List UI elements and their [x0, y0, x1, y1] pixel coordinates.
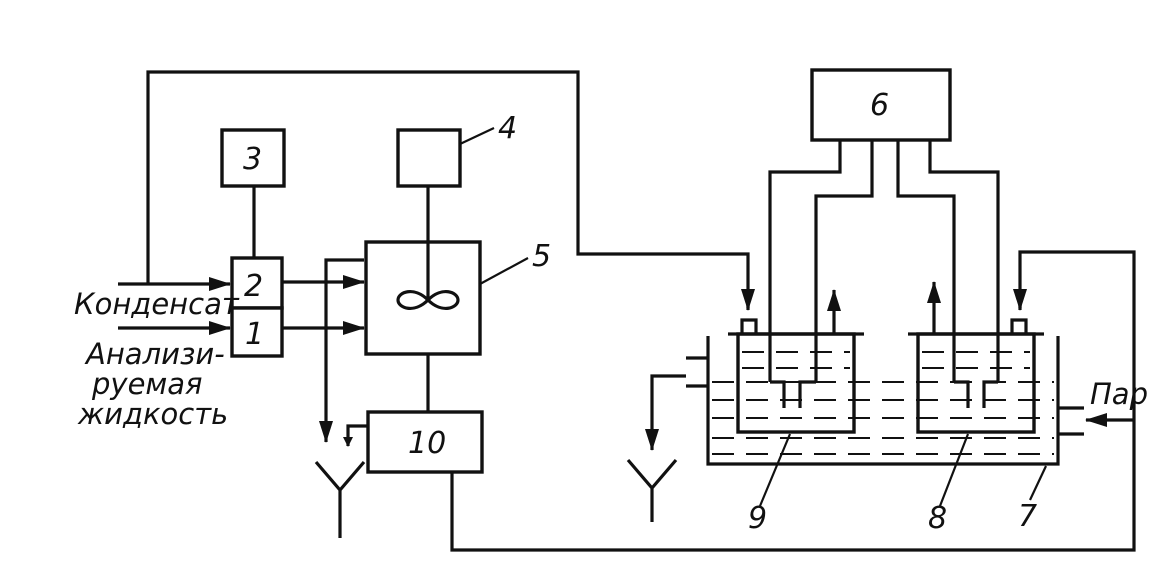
drain-funnel-right	[626, 458, 678, 522]
block-5-mixer	[364, 240, 482, 356]
block-8-label: 8	[928, 501, 947, 536]
block-9-label: 9	[748, 501, 767, 536]
bath-right-stub	[1058, 406, 1084, 436]
block-7-label: 7	[1018, 499, 1037, 534]
block-5-label: 5	[532, 239, 551, 274]
cell9-leader	[758, 433, 792, 507]
liquid-label-1: Анализи-	[84, 337, 225, 371]
block-3	[220, 128, 286, 188]
block4-leader	[459, 127, 495, 145]
lead-b	[814, 140, 874, 382]
block10-drain-arrow	[343, 424, 368, 447]
cell8-port	[1010, 318, 1028, 334]
return-line	[450, 250, 1136, 552]
lead-d	[928, 140, 1000, 382]
bath-left-stub	[686, 356, 708, 388]
liquid-label-2: руемая	[91, 367, 203, 401]
block-1	[230, 306, 284, 358]
block-6	[810, 68, 952, 142]
drain-funnel-left	[314, 460, 366, 538]
lead-c	[896, 140, 956, 382]
steam-label: Пар	[1090, 377, 1148, 411]
liquid-label-3: жидкость	[77, 397, 228, 431]
top-return-line	[146, 70, 750, 308]
condensate-label: Конденсат	[74, 287, 240, 321]
block-1-label: 1	[245, 317, 264, 352]
cell8-leader	[938, 433, 970, 507]
block-3-label: 3	[243, 142, 262, 177]
stirrer-icon	[396, 290, 460, 310]
bath-drain-pipe	[645, 374, 686, 451]
bath-7	[706, 336, 1060, 466]
block5-leader	[479, 257, 529, 285]
block-4-label: 4	[498, 111, 517, 146]
lead-a	[768, 140, 842, 382]
cell8-electrode-left	[954, 380, 970, 408]
cell9-electrode-right	[798, 380, 816, 408]
cell8-electrode-right	[982, 380, 998, 408]
block-6-label: 6	[870, 88, 889, 123]
block-2-label: 2	[244, 269, 263, 304]
cell9-port	[740, 318, 758, 334]
cell9-electrode-left	[770, 380, 786, 408]
bypass-to-drain	[319, 258, 364, 443]
block-10-label: 10	[408, 426, 446, 461]
bath7-leader	[1029, 465, 1047, 501]
block-4	[396, 128, 462, 188]
block-10	[366, 410, 484, 474]
block-2	[230, 256, 284, 310]
